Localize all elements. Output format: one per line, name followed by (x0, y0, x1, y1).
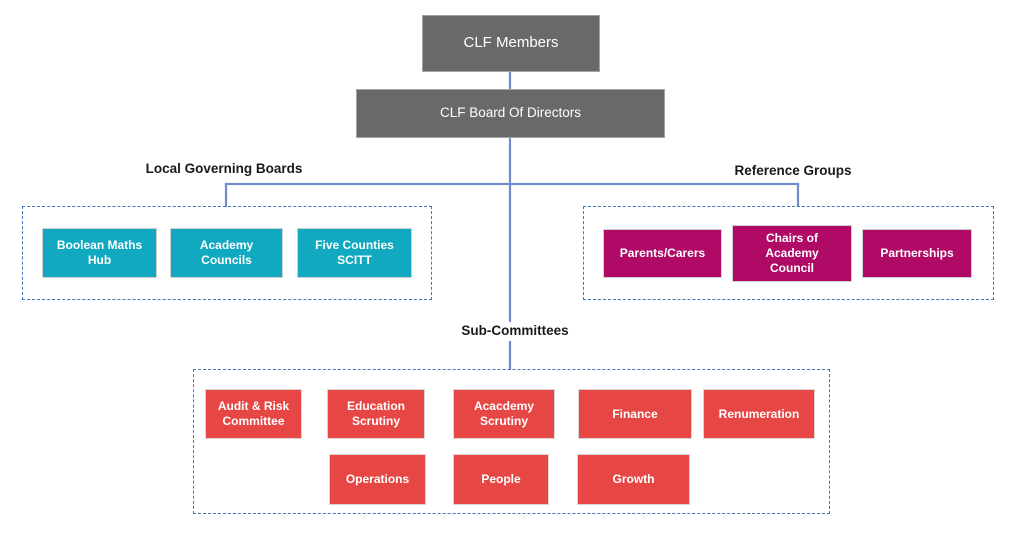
org-node-people: People (453, 454, 549, 505)
group-container-sub-committees (193, 369, 830, 514)
connector-board-to-branch (509, 138, 511, 184)
connector-branch-to-sub-committees (509, 183, 511, 370)
org-node-boolean-maths-hub: Boolean Maths Hub (42, 228, 157, 278)
group-container-reference-groups (583, 206, 994, 300)
org-node-academy-councils: Academy Councils (170, 228, 283, 278)
org-node-audit-risk-committee: Audit & Risk Committee (205, 389, 302, 439)
connector-branch-horizontal (225, 183, 799, 185)
group-title-reference-groups: Reference Groups (734, 163, 852, 178)
org-node-operations: Operations (329, 454, 426, 505)
group-title-local-governing-boards: Local Governing Boards (145, 161, 303, 176)
org-node-chairs-of-academy-council: Chairs of Academy Council (732, 225, 852, 282)
org-node-finance: Finance (578, 389, 692, 439)
org-node-growth: Growth (577, 454, 690, 505)
connector-branch-to-reference-groups (797, 183, 799, 207)
connector-branch-to-local-governing-boards (225, 183, 227, 207)
org-node-education-scrutiny: Education Scrutiny (327, 389, 425, 439)
org-node-clf-board-of-directors: CLF Board Of Directors (356, 89, 665, 138)
org-node-clf-members: CLF Members (422, 15, 600, 72)
org-node-parents-carers: Parents/Carers (603, 229, 722, 278)
group-container-local-governing-boards (22, 206, 432, 300)
org-node-five-counties-scitt: Five Counties SCITT (297, 228, 412, 278)
org-node-renumeration: Renumeration (703, 389, 815, 439)
org-node-partnerships: Partnerships (862, 229, 972, 278)
group-title-sub-committees: Sub-Committees (445, 322, 585, 341)
org-node-acacdemy-scrutiny: Acacdemy Scrutiny (453, 389, 555, 439)
connector-members-to-board (509, 71, 511, 90)
